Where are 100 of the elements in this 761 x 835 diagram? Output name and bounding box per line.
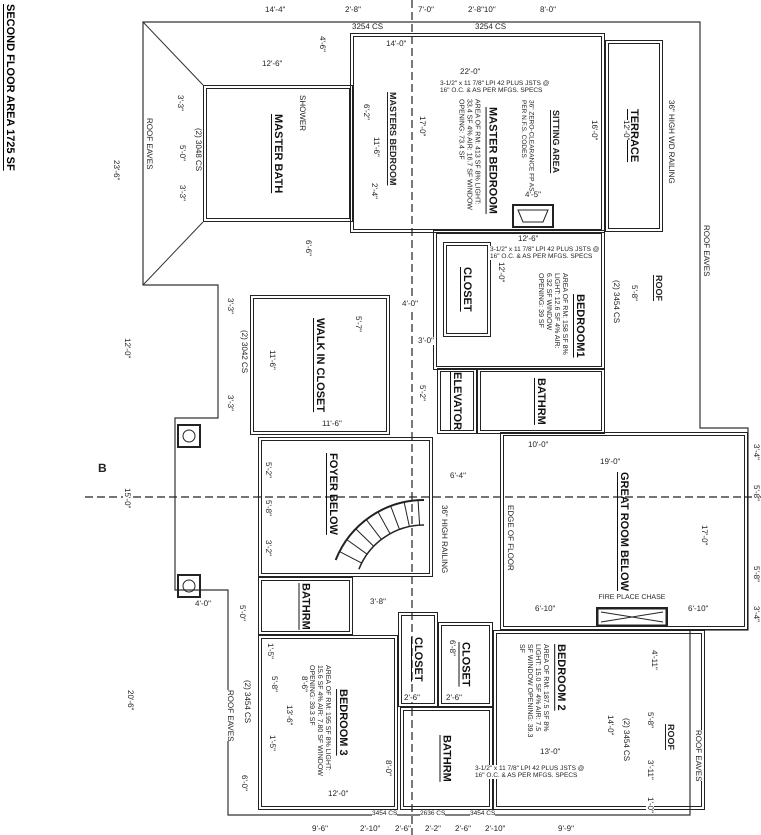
dimension-text: 6'-0" <box>240 775 248 791</box>
dimension-text: 5'-8" <box>752 485 760 501</box>
dimension-text: 11'-6" <box>268 350 276 370</box>
room-name: BEDROOM 2 <box>555 644 568 711</box>
room-name: CLOSET <box>412 637 424 682</box>
room-name: MASTER BATH <box>272 114 284 194</box>
dimension-text: 2'-10" <box>485 825 506 833</box>
room-outline <box>443 242 491 337</box>
room-name: TERRACE <box>628 109 640 163</box>
room-name: FOYER BELOW <box>327 453 339 535</box>
dimension-text: 13'-6" <box>285 705 293 726</box>
area-label: ROOF <box>666 724 675 750</box>
area-label: SITTING AREA <box>551 110 560 174</box>
dimension-text: 5'-8" <box>646 712 654 728</box>
dimension-text: 5'-8" <box>630 285 638 301</box>
dimension-text: 2'-8"10" <box>468 6 496 14</box>
dimension-text: 6'-8" <box>448 640 456 656</box>
dimension-text: 3'-0" <box>418 337 434 345</box>
dimension-text: ROOF EAVES <box>226 690 234 742</box>
dimension-text: 2'-6" <box>404 694 420 702</box>
dimension-text: 5'-8" <box>752 566 760 582</box>
dimension-text: 14'-4" <box>265 6 286 14</box>
dimension-text: 5'-0" <box>178 145 186 161</box>
dimension-text: 4'-11" <box>650 650 658 670</box>
dimension-text: 6'-6" <box>304 240 312 256</box>
dimension-text: 3'-4" <box>752 606 760 622</box>
room-name: BATHRM <box>535 378 547 424</box>
dimension-text: 7'-0" <box>418 6 434 14</box>
dimension-text: 36" HIGH WD RAILING <box>667 100 675 184</box>
dimension-text: 12'-6" <box>518 235 538 243</box>
dimension-text: 4'-0" <box>402 300 418 308</box>
room-name: GREAT ROOM BELOW <box>618 472 630 590</box>
dimension-text: 2'-6" <box>395 825 411 833</box>
dimension-text: 3'-4" <box>752 444 760 460</box>
dimension-text: 1'-5" <box>266 643 274 659</box>
dimension-text: 2'-10" <box>360 825 380 833</box>
dimension-text: 5'-8" <box>264 500 272 516</box>
dimension-text: 3254 CS <box>475 23 506 31</box>
dimension-text: 4'-6" <box>318 36 326 52</box>
dimension-text: 5'-7" <box>354 316 362 332</box>
dimension-text: 19'-0" <box>600 458 620 466</box>
dimension-text: 5'-2" <box>264 462 272 478</box>
dimension-text: 6'-10" <box>688 605 708 613</box>
room-name: CLOSET <box>461 267 473 312</box>
dimension-text: 10'-0" <box>528 441 548 449</box>
room-name: BEDROOM 3 <box>337 689 350 756</box>
room-name: WALK IN CLOSET <box>314 318 326 412</box>
room-name: ELEVATOR <box>451 372 463 430</box>
dimension-text: 17'-0" <box>700 525 708 546</box>
room-outline <box>437 368 477 434</box>
dimension-text: 3'-8" <box>370 598 386 606</box>
dimension-text: 15'-0" <box>123 488 131 508</box>
dimension-text: 2'-6" <box>455 825 471 833</box>
dimension-text: 4'-5" <box>525 191 541 199</box>
drawing-title: SECOND FLOOR AREA 1725 SF <box>4 4 16 171</box>
dimension-text: 12'-0" <box>622 120 630 140</box>
room-name: BEDROOM1 <box>574 294 586 358</box>
room-name: MASTER BEDROOM <box>486 107 499 214</box>
dimension-text: 3'-3" <box>226 298 234 314</box>
dimension-text: 6'-10" <box>535 605 556 613</box>
dimension-text: 6'-4" <box>450 472 466 480</box>
dimension-text: 12'-0" <box>123 338 131 358</box>
dimension-text: 23'-6" <box>112 160 120 180</box>
dimension-text: 22'-0" <box>460 68 480 76</box>
room-outline <box>258 577 353 635</box>
room-outline <box>477 368 605 434</box>
section-mark: B <box>98 462 107 474</box>
dimension-text: 17'-0" <box>418 116 426 136</box>
dimension-text: 12'-0" <box>328 790 348 798</box>
dimension-text: 9'-9" <box>558 825 574 833</box>
dimension-text: 12'-0" <box>497 262 505 282</box>
dimension-text: 2'-4" <box>370 183 378 199</box>
dimension-text: 2'-8" <box>345 6 361 14</box>
area-label: ROOF <box>654 275 663 301</box>
dimension-text: 5'-8" <box>270 676 278 692</box>
dimension-text: 13'-0" <box>540 748 560 756</box>
dimension-text: 1'-0" <box>646 797 654 813</box>
dimension-text: 11'-6" <box>372 137 380 157</box>
room-outline <box>605 40 663 232</box>
dimension-text: 12'-6" <box>262 60 282 68</box>
dimension-text: 3'-3" <box>176 95 184 111</box>
dimension-text: 8'-6" <box>300 676 308 692</box>
room-name: BATHRM <box>300 582 312 630</box>
dimension-text: 36" HIGH RAILING <box>440 505 448 574</box>
dimension-text: 8'-0" <box>540 6 556 14</box>
dimension-text: 11'-6" <box>322 420 342 428</box>
dimension-text: 5'-2" <box>418 385 426 401</box>
dimension-text: 3254 CS <box>352 23 384 31</box>
dimension-text: 4'-0" <box>195 600 211 608</box>
dimension-text: 1'-5" <box>268 735 276 751</box>
dimension-text: 3'-11" <box>646 760 654 780</box>
dimension-text: 8'-0" <box>384 760 392 776</box>
dimension-text: 20'-6" <box>126 690 134 710</box>
dimension-text: (2) 3454 CS <box>612 280 620 324</box>
dimension-text: 2'-2" <box>425 825 441 833</box>
dimension-text: 3'-3" <box>226 395 234 411</box>
dimension-text: SHOWER <box>298 95 306 131</box>
dimension-text: 2'-6" <box>446 694 462 702</box>
dimension-text: (2) 3454 CS <box>622 718 630 762</box>
dimension-text: 6'-2" <box>362 104 370 120</box>
